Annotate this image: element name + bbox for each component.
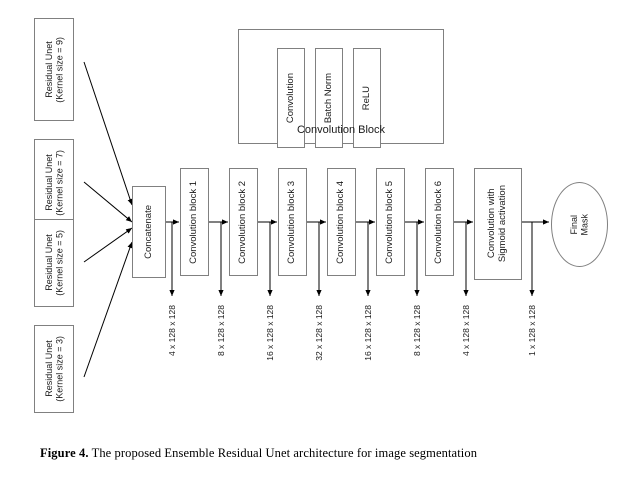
convolution-block-3-label: Convolution block 3 bbox=[286, 180, 298, 264]
dimension-label-6: 8 x 128 x 128 bbox=[412, 305, 422, 357]
convolution-block-1[interactable]: Convolution block 1 bbox=[180, 168, 209, 276]
dimension-label-1: 4 x 128 x 128 bbox=[167, 305, 177, 357]
convolution-block-6-label: Convolution block 6 bbox=[433, 180, 445, 264]
figure-caption-text: The proposed Ensemble Residual Unet arch… bbox=[91, 446, 478, 460]
inset-stage-batch-norm-label: Batch Norm bbox=[322, 72, 334, 124]
convolution-block-5-label: Convolution block 5 bbox=[384, 180, 396, 264]
convolution-block-2[interactable]: Convolution block 2 bbox=[229, 168, 258, 276]
inset-stage-convolution-label: Convolution bbox=[284, 72, 296, 124]
figure-caption-label: Figure 4. bbox=[40, 446, 89, 460]
convolution-block-3[interactable]: Convolution block 3 bbox=[278, 168, 307, 276]
dimension-label-2: 8 x 128 x 128 bbox=[216, 305, 226, 357]
residual-unet-k7[interactable]: Residual Unet(Kernel size = 7) bbox=[34, 139, 74, 227]
convolution-block-1-label: Convolution block 1 bbox=[188, 180, 200, 264]
convolution-block-4[interactable]: Convolution block 4 bbox=[327, 168, 356, 276]
convolution-block-2-label: Convolution block 2 bbox=[237, 180, 249, 264]
residual-unet-k9-label: Residual Unet(Kernel size = 9) bbox=[43, 36, 64, 103]
convolution-block-6[interactable]: Convolution block 6 bbox=[425, 168, 454, 276]
dimension-label-8: 1 x 128 x 128 bbox=[527, 305, 537, 357]
dimension-label-7: 4 x 128 x 128 bbox=[461, 305, 471, 357]
residual-unet-k3[interactable]: Residual Unet(Kernel size = 3) bbox=[34, 325, 74, 413]
convolution-block-5[interactable]: Convolution block 5 bbox=[376, 168, 405, 276]
residual-unet-k5[interactable]: Residual Unet(Kernel size = 5) bbox=[34, 219, 74, 307]
inset-title: Convolution Block bbox=[296, 124, 386, 136]
concatenate-block[interactable]: Concatenate bbox=[132, 186, 166, 278]
residual-unet-k5-label: Residual Unet(Kernel size = 5) bbox=[43, 230, 64, 296]
convolution-block-inset: Convolution Batch Norm ReLU Convolution … bbox=[238, 29, 444, 148]
dimension-label-4: 32 x 128 x 128 bbox=[314, 305, 324, 361]
dimension-label-3: 16 x 128 x 128 bbox=[265, 305, 275, 361]
dimension-label-5: 16 x 128 x 128 bbox=[363, 305, 373, 361]
residual-unet-k7-label: Residual Unet(Kernel size = 7) bbox=[43, 150, 64, 216]
inset-stage-batch-norm[interactable]: Batch Norm bbox=[315, 48, 343, 148]
convolution-block-4-label: Convolution block 4 bbox=[335, 180, 347, 264]
concatenate-label: Concatenate bbox=[142, 205, 154, 259]
residual-unet-k3-label: Residual Unet(Kernel size = 3) bbox=[43, 336, 64, 402]
inset-stage-convolution[interactable]: Convolution bbox=[277, 48, 305, 148]
figure-caption: Figure 4. The proposed Ensemble Residual… bbox=[40, 446, 600, 461]
inset-stage-relu[interactable]: ReLU bbox=[353, 48, 381, 148]
inset-stage-relu-label: ReLU bbox=[360, 85, 372, 111]
residual-unet-k9[interactable]: Residual Unet(Kernel size = 9) bbox=[34, 18, 74, 121]
